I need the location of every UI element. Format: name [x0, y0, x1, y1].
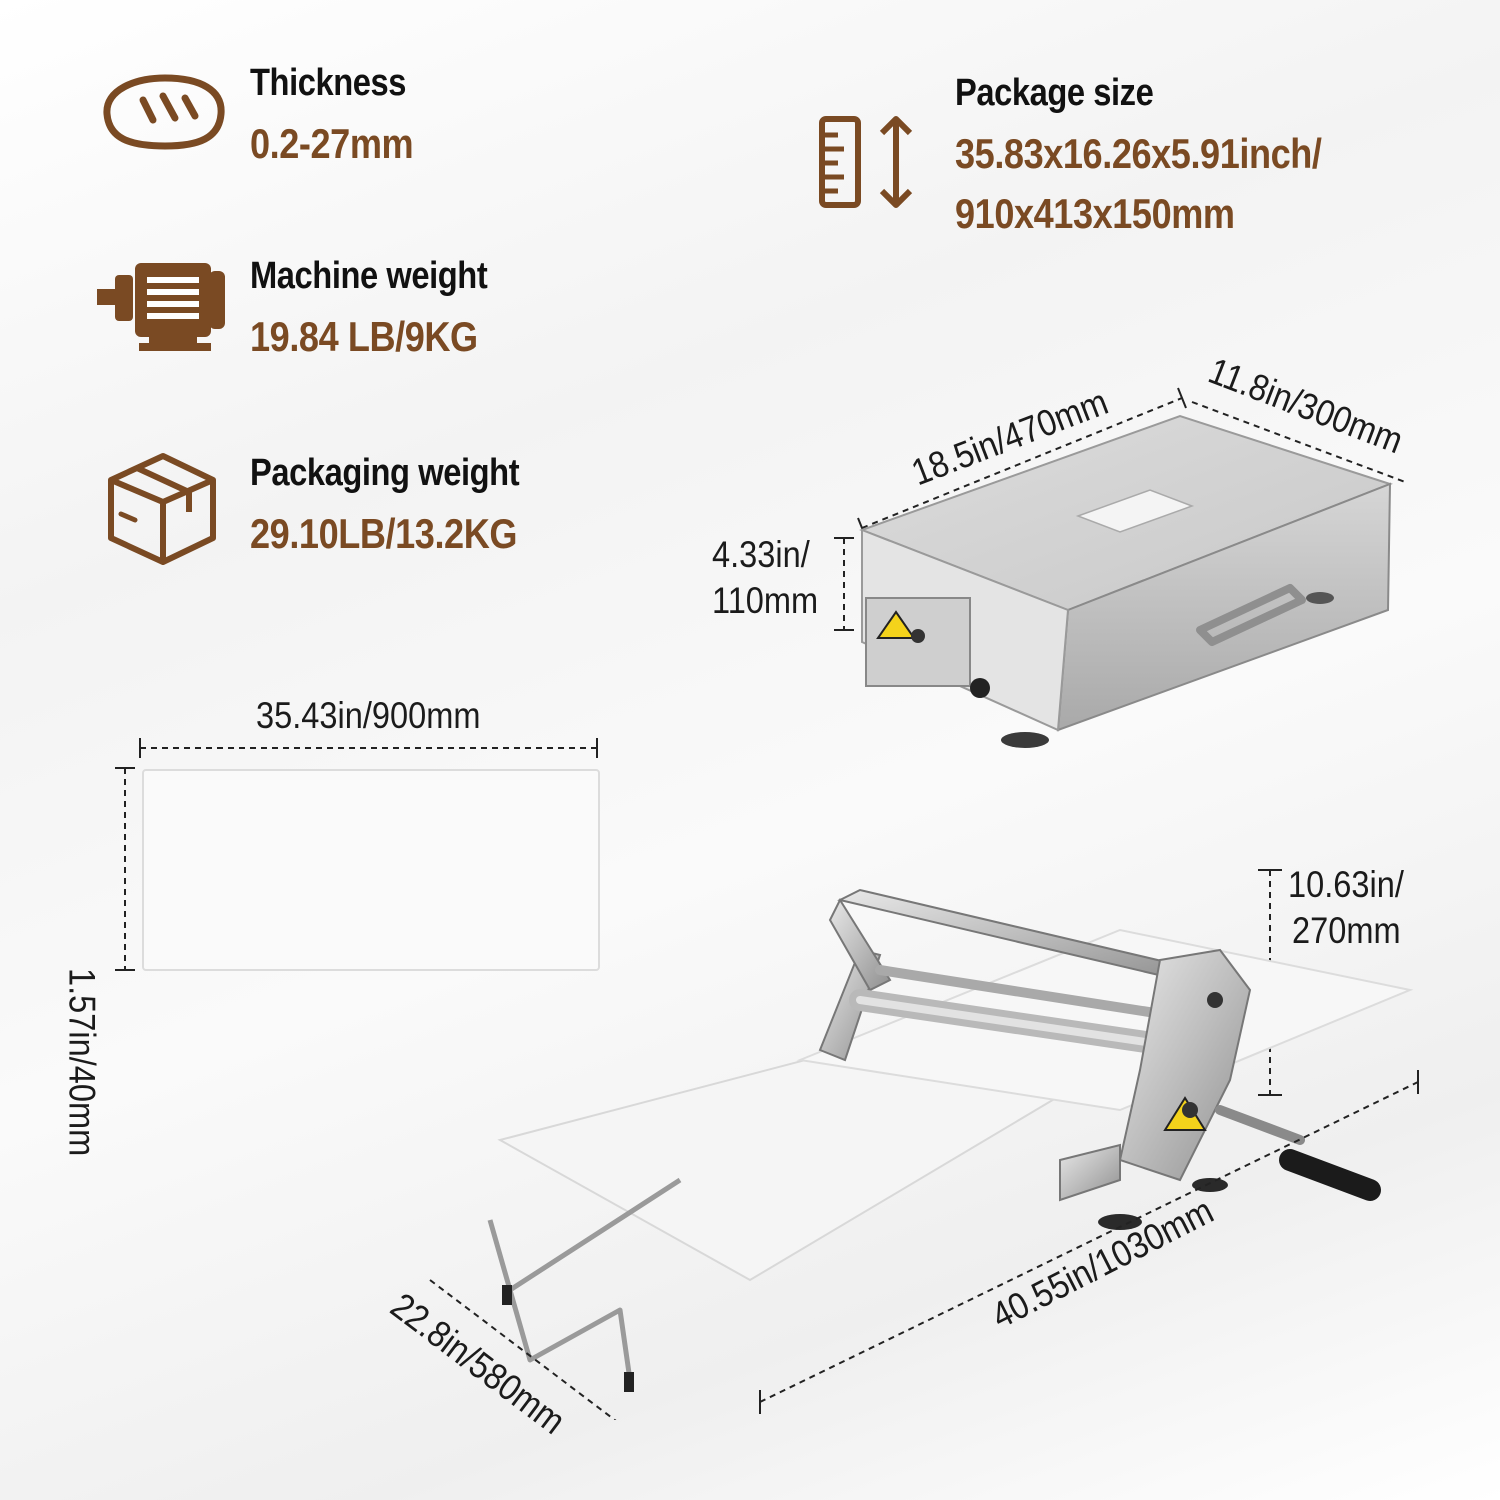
thickness-value: 0.2-27mm: [250, 120, 414, 167]
machine-height-label-line2: 270mm: [1292, 910, 1401, 951]
thickness-label: Thickness: [250, 62, 406, 104]
machine-height-label-line1: 10.63in/: [1288, 864, 1404, 905]
packaging-weight-label: Packaging weight: [250, 452, 520, 494]
package-size-value-line2: 910x413x150mm: [955, 190, 1235, 237]
machine-weight-value: 19.84 LB/9KG: [250, 313, 478, 360]
machine-weight-label: Machine weight: [250, 255, 488, 297]
packaging-weight-value: 29.10LB/13.2KG: [250, 510, 518, 557]
package-size-label: Package size: [955, 72, 1154, 114]
ruler-height-icon: [819, 116, 913, 208]
box-icon: [108, 453, 216, 565]
bread-icon: [103, 74, 225, 150]
box-height-label-line2: 110mm: [712, 580, 819, 621]
packed-machine-image: [834, 387, 1406, 748]
board-thickness-label: 1.57in/40mm: [61, 968, 103, 1157]
package-size-value-line1: 35.83x16.26x5.91inch/: [955, 130, 1322, 177]
box-height-label-line1: 4.33in/: [712, 534, 810, 575]
motor-icon: [97, 263, 225, 351]
board-width-label: 35.43in/900mm: [256, 695, 481, 736]
dough-sheeter-image: [429, 869, 1419, 1420]
board-image: [115, 738, 600, 971]
